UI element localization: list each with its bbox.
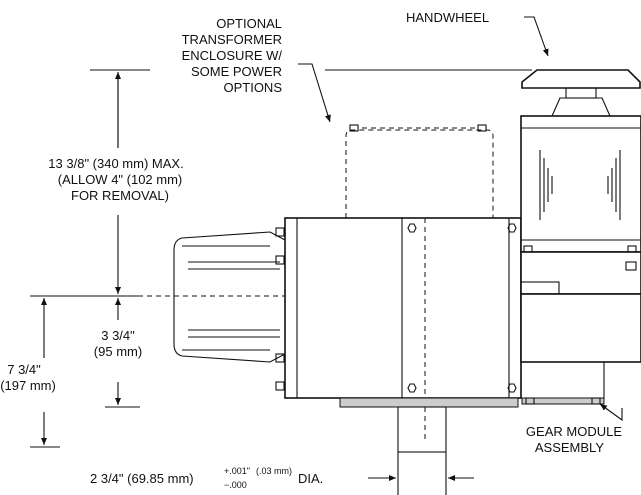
callout-labels: HANDWHEEL OPTIONAL TRANSFORMER ENCLOSURE… — [0, 10, 622, 490]
leader-lines — [298, 16, 623, 422]
actuator-body — [275, 217, 522, 440]
height-dimension-line3: FOR REMOVAL) — [71, 188, 169, 203]
shaft-diameter-tol-plus: +.001" — [224, 466, 250, 476]
dimension-lines — [30, 69, 641, 495]
height-dimension-line2: (ALLOW 4" (102 mm) — [58, 172, 183, 187]
transformer-label-line2: TRANSFORMER — [182, 32, 282, 47]
height-dimension-line1: 13 3/8" (340 mm) MAX. — [48, 156, 183, 171]
shaft-to-bottom-dimension-line2: (197 mm) — [0, 378, 56, 393]
shaft-diameter-main: 2 3/4" (69.85 mm) — [90, 471, 194, 486]
transformer-label-line3: ENCLOSURE W/ — [182, 48, 283, 63]
output-shaft — [397, 406, 447, 453]
handwheel-assembly — [520, 69, 641, 405]
transformer-label-line4: SOME POWER — [191, 64, 282, 79]
shaft-diameter-tol-minus: −.000 — [224, 480, 247, 490]
transformer-label-line1: OPTIONAL — [216, 16, 282, 31]
shaft-to-base-dimension-line2: (95 mm) — [94, 344, 142, 359]
shaft-diameter-tol-plus-mm: (.03 mm) — [256, 466, 292, 476]
shaft-diameter-suffix: DIA. — [298, 471, 323, 486]
bolt-heads — [275, 223, 517, 393]
transformer-enclosure — [345, 124, 494, 218]
motor-cover — [173, 231, 286, 363]
gear-module-label-line1: GEAR MODULE — [526, 424, 622, 439]
shaft-to-base-dimension-line1: 3 3/4" — [101, 328, 135, 343]
shading-marks — [539, 150, 621, 220]
handwheel-label: HANDWHEEL — [406, 10, 489, 25]
gear-module-label-line2: ASSEMBLY — [535, 440, 604, 455]
shaft-to-bottom-dimension-line1: 7 3/4" — [7, 362, 41, 377]
transformer-label-line5: OPTIONS — [223, 80, 282, 95]
